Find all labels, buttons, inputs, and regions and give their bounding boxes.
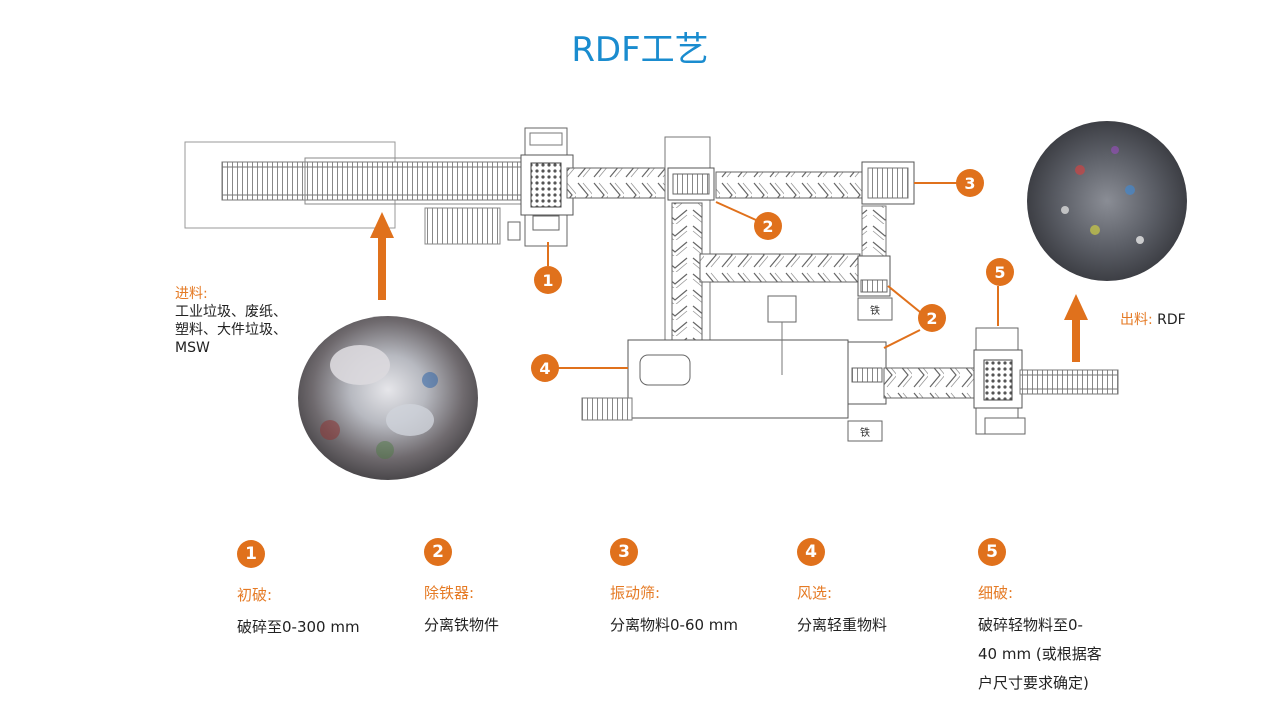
step-1-desc: 破碎至0-300 mm <box>237 618 360 636</box>
svg-text:2: 2 <box>762 217 773 236</box>
output-label-block: 出料: RDF <box>1120 311 1186 329</box>
svg-text:4: 4 <box>539 359 550 378</box>
output-value: RDF <box>1157 312 1186 328</box>
step-4-desc: 分离轻重物料 <box>797 616 888 634</box>
step-5-name: 细破: <box>978 584 1014 602</box>
step-4-name: 风选: <box>797 584 833 602</box>
iron-bin-1 <box>857 297 893 321</box>
svg-text:5: 5 <box>994 263 1005 282</box>
input-arrow <box>370 212 394 300</box>
step-4: 4 风选: 分离轻重物料 <box>797 538 967 640</box>
callout-3: 3 <box>956 169 984 197</box>
step-1-number: 1 <box>237 540 265 568</box>
output-label: 出料: <box>1120 312 1153 328</box>
step-1: 1 初破: 破碎至0-300 mm <box>237 540 407 642</box>
input-label-block: 进料: 工业垃圾、废纸、 塑料、大件垃圾、 MSW <box>175 285 287 357</box>
feed-base <box>424 207 501 245</box>
output-rdf-photo <box>1027 121 1187 281</box>
conveyor-to-screen <box>715 171 865 199</box>
svg-text:1: 1 <box>542 271 553 290</box>
callout-2a: 2 <box>754 212 782 240</box>
output-conveyor <box>1019 369 1119 395</box>
input-waste-photo <box>298 316 478 480</box>
step-5: 5 细破: 破碎轻物料至0- 40 mm (或根据客 户尺寸要求确定) <box>978 538 1148 698</box>
step-5-number: 5 <box>978 538 1006 566</box>
step-3-number: 3 <box>610 538 638 566</box>
output-arrow <box>1064 294 1088 362</box>
input-label: 进料: <box>175 286 208 302</box>
iron-bin-1-label: 铁 <box>870 304 880 317</box>
conveyor-middle <box>699 253 861 283</box>
step-1-name: 初破: <box>237 586 273 604</box>
sifter-conveyor <box>581 397 633 421</box>
svg-text:3: 3 <box>964 174 975 193</box>
callout-2b: 2 <box>918 304 946 332</box>
step-2-number: 2 <box>424 538 452 566</box>
iron-bin-2-label: 铁 <box>860 426 870 439</box>
callout-5: 5 <box>986 258 1014 286</box>
callout-4: 4 <box>531 354 559 382</box>
callout-1: 1 <box>534 266 562 294</box>
step-2: 2 除铁器: 分离铁物件 <box>424 538 594 640</box>
step-2-desc: 分离铁物件 <box>424 616 500 634</box>
page-title: RDF工艺 <box>571 30 709 70</box>
step-2-name: 除铁器: <box>424 584 475 602</box>
svg-text:2: 2 <box>926 309 937 328</box>
step-3-desc: 分离物料0-60 mm <box>610 616 739 634</box>
input-desc: 工业垃圾、废纸、 塑料、大件垃圾、 MSW <box>175 304 287 356</box>
iron-bin-2 <box>847 420 883 442</box>
step-5-desc: 破碎轻物料至0- 40 mm (或根据客 户尺寸要求确定) <box>978 616 1102 692</box>
step-3: 3 振动筛: 分离物料0-60 mm <box>610 538 780 640</box>
conveyor-to-fine-shredder <box>883 367 979 399</box>
feed-conveyor <box>221 161 533 201</box>
step-3-name: 振动筛: <box>610 584 661 602</box>
conveyor-to-magnet <box>566 167 668 199</box>
step-4-number: 4 <box>797 538 825 566</box>
